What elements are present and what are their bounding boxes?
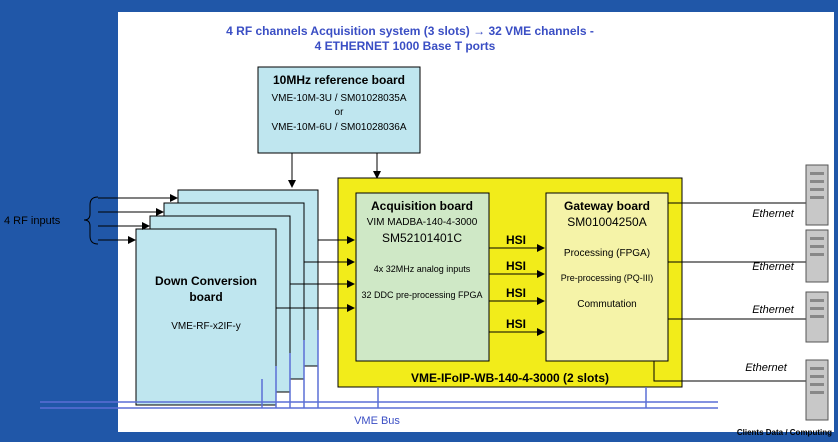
hsi-label-4: HSI <box>506 317 526 331</box>
ifoip-label: VME-IFoIP-WB-140-4-3000 (2 slots) <box>411 371 609 385</box>
acquisition-line2: SM52101401C <box>382 231 462 245</box>
gateway-board: Gateway board SM01004250A Processing (FP… <box>545 192 669 362</box>
hsi-label-3: HSI <box>506 286 526 300</box>
gateway-line1: Processing (FPGA) <box>564 248 650 259</box>
downconv-to-acq-arrows <box>276 236 355 312</box>
gateway-part: SM01004250A <box>567 215 646 229</box>
gateway-line3: Commutation <box>577 299 636 310</box>
gateway-title: Gateway board <box>564 199 650 213</box>
rf-inputs-label: 4 RF inputs <box>4 215 61 227</box>
title-line1: 4 RF channels Acquisition system (3 slot… <box>226 24 594 38</box>
rf-input-arrows <box>98 194 178 244</box>
ethernet-lines <box>653 202 808 382</box>
gateway-line2: Pre-processing (PQ-III) <box>561 273 654 283</box>
hsi-links: HSI HSI HSI HSI <box>489 233 545 336</box>
hsi-label-2: HSI <box>506 259 526 273</box>
ethernet-label-1: Ethernet <box>752 208 795 220</box>
reference-board-line1: VME-10M-3U / SM01028035A <box>271 93 406 104</box>
ethernet-label-4: Ethernet <box>745 362 788 374</box>
acquisition-line3: 4x 32MHz analog inputs <box>374 264 471 274</box>
down-conversion-title1: Down Conversion <box>155 274 257 288</box>
acquisition-title: Acquisition board <box>371 199 473 213</box>
vme-bus <box>40 330 718 409</box>
acquisition-line4: 32 DDC pre-processing FPGA <box>361 290 482 300</box>
reference-board-title: 10MHz reference board <box>273 73 405 87</box>
down-conversion-title2: board <box>189 290 222 304</box>
down-conversion-stack: Down Conversion board VME-RF-x2IF-y <box>135 189 319 406</box>
reference-board: 10MHz reference board VME-10M-3U / SM010… <box>257 66 421 154</box>
down-conversion-board <box>135 228 277 406</box>
acquisition-board: Acquisition board VIM MADBA-140-4-3000 S… <box>355 192 490 362</box>
server-icon <box>805 359 829 421</box>
rf-inputs-brace <box>83 196 99 245</box>
acquisition-line1: VIM MADBA-140-4-3000 <box>367 217 478 228</box>
title-line2: 4 ETHERNET 1000 Base T ports <box>315 39 496 53</box>
ethernet-label-2: Ethernet <box>752 261 795 273</box>
reference-board-line3: VME-10M-6U / SM01028036A <box>271 122 406 133</box>
down-conversion-model: VME-RF-x2IF-y <box>171 321 240 332</box>
server-icon <box>805 229 829 283</box>
hsi-label-1: HSI <box>506 233 526 247</box>
clients-label: Clients Data / Computing <box>737 428 832 437</box>
vme-bus-label: VME Bus <box>354 415 400 427</box>
server-icon <box>805 164 829 226</box>
ethernet-label-3: Ethernet <box>752 304 795 316</box>
reference-board-line2: or <box>335 107 345 118</box>
server-icon <box>805 291 829 343</box>
